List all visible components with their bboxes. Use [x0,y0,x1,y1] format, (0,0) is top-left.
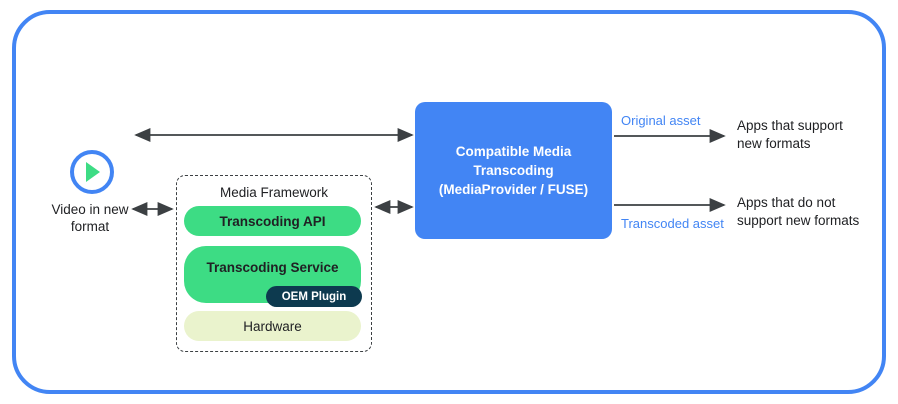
play-circle-icon [70,150,114,194]
media-framework-title: Media Framework [219,185,329,200]
video-source-label: Video in new format [51,202,129,234]
compatible-media-transcoding-box: Compatible Media Transcoding (MediaProvi… [415,102,612,239]
oem-plugin-badge: OEM Plugin [266,286,362,307]
transcoding-api-box: Transcoding API [184,206,361,236]
transcoding-api-label: Transcoding API [219,213,326,229]
hardware-box: Hardware [184,311,361,341]
play-circle-ring [70,150,114,194]
apps-no-support-new-formats-label: Apps that do not support new formats [737,195,860,228]
transcoded-asset-edge-label: Transcoded asset [621,216,724,231]
apps-support-new-formats-label: Apps that support new formats [737,118,843,151]
original-asset-edge-label: Original asset [621,113,701,128]
hardware-label: Hardware [243,318,302,334]
compatible-media-transcoding-label: Compatible Media Transcoding (MediaProvi… [438,144,589,197]
transcoding-service-label: Transcoding Service [206,260,339,275]
play-triangle-icon [86,162,100,182]
outer-frame-border [12,10,886,394]
media-framework-container [176,175,372,352]
